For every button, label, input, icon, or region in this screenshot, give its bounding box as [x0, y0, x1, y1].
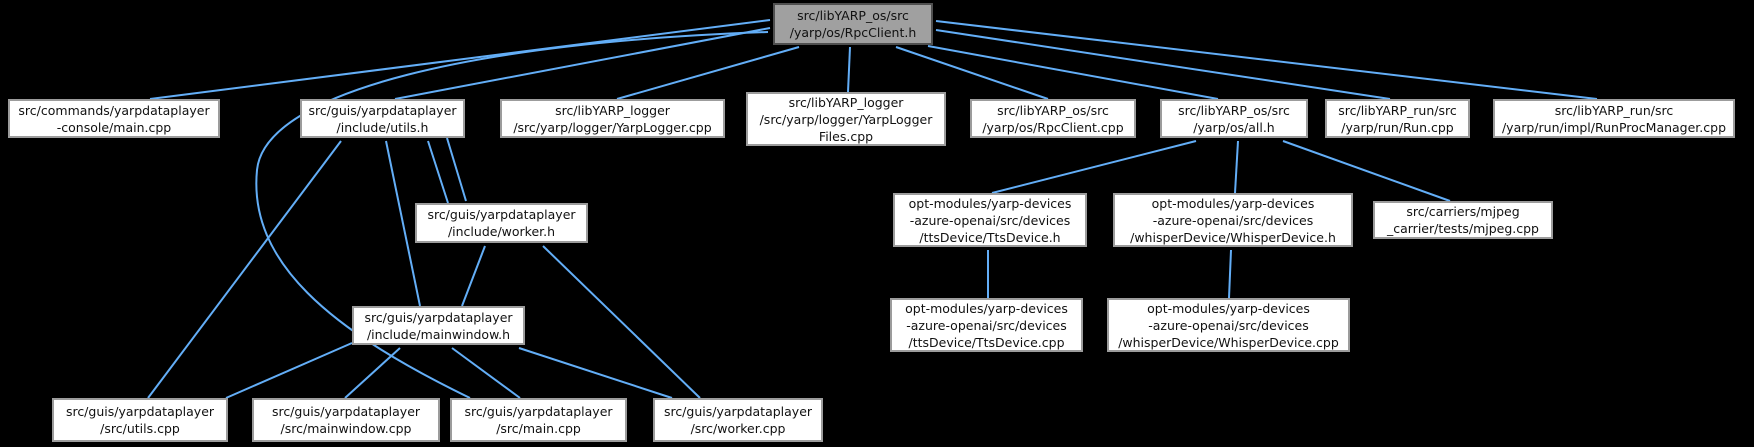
node-label-line: -azure-openai/src/devices [906, 317, 1067, 333]
node-label-line: src/commands/yarpdataplayer [18, 102, 210, 118]
node-label-line: /include/utils.h [336, 119, 429, 135]
node-label-line: /src/yarp/logger/YarpLogger [759, 111, 933, 127]
node-run-cpp[interactable]: src/libYARP_run/src/yarp/run/Run.cpp [1325, 99, 1470, 138]
edge-runprocmanager-cpp--rpcclient-h [935, 20, 1598, 100]
node-label-line: src/libYARP_os/src [797, 8, 909, 23]
node-worker-h[interactable]: src/guis/yarpdataplayer/include/worker.h [415, 203, 588, 243]
edge-ttsdevice-h--all-h [991, 140, 1197, 194]
edge-mainwindow-cpp--mainwindow-h [344, 347, 401, 399]
node-label-line: /yarp/os/RpcClient.cpp [982, 119, 1124, 135]
edge-main-cpp--mainwindow-h [451, 347, 521, 399]
node-label-line: /yarp/run/Run.cpp [1341, 119, 1454, 135]
node-label-line: src/guis/yarpdataplayer [308, 102, 457, 118]
node-label-line: src/guis/yarpdataplayer [427, 207, 576, 222]
node-label-line: /src/main.cpp [496, 421, 581, 436]
edge-rpcclient-cpp--rpcclient-h [895, 46, 1049, 100]
node-mjpeg-cpp[interactable]: src/carriers/mjpeg _carrier/tests/mjpeg.c… [1373, 201, 1553, 239]
node-label-line: _carrier/tests/mjpeg.cpp [1386, 221, 1539, 236]
node-whisperdevice-h[interactable]: opt-modules/yarp-devices-azure-openai/sr… [1113, 193, 1353, 247]
node-label-line: src/libYARP_run/src [1338, 102, 1457, 118]
edge-utils-cpp--mainwindow-h [225, 342, 353, 399]
edge-worker-cpp--worker-h [542, 245, 701, 399]
edge-run-cpp--rpcclient-h [935, 29, 1391, 100]
node-label-line: /src/yarp/logger/YarpLogger.cpp [513, 119, 712, 135]
node-label-line: src/libYARP_logger [555, 102, 670, 118]
node-label-line: opt-modules/yarp-devices [1147, 300, 1310, 316]
node-ttsdevice-cpp[interactable]: opt-modules/yarp-devices-azure-openai/sr… [890, 298, 1083, 352]
edge-whisperdevice-cpp--whisperdevice-h [1228, 249, 1232, 299]
edge-utils-h--worker-h [446, 137, 467, 202]
node-label-line: /yarp/os/all.h [1193, 119, 1275, 135]
node-label-line: /yarp/run/impl/RunProcManager.cpp [1501, 119, 1727, 135]
node-label-line: src/libYARP_os/src [1178, 102, 1290, 118]
edge-all-h--rpcclient-h [927, 45, 1219, 100]
edge-whisperdevice-h--all-h [1234, 140, 1239, 194]
node-console-main-cpp[interactable]: src/commands/yarpdataplayer-console/main… [8, 99, 220, 138]
node-label-line: /whisperDevice/WhisperDevice.h [1130, 229, 1336, 245]
node-main-cpp[interactable]: src/guis/yarpdataplayer/src/main.cpp [450, 398, 627, 442]
node-label-line: /src/utils.cpp [100, 421, 180, 436]
node-runprocmanager-cpp[interactable]: src/libYARP_run/src/yarp/run/impl/RunPro… [1493, 99, 1735, 138]
edge-mjpeg-cpp--all-h [1282, 140, 1451, 202]
node-worker-cpp[interactable]: src/guis/yarpdataplayer/src/worker.cpp [653, 398, 823, 442]
node-label-line: /src/worker.cpp [690, 421, 786, 436]
node-label-line: Files.cpp [818, 128, 874, 144]
node-label-line: src/guis/yarpdataplayer [364, 309, 513, 325]
node-yarplogger-cpp[interactable]: src/libYARP_logger/src/yarp/logger/YarpL… [500, 99, 725, 138]
edge-yarploggerfiles-cpp--rpcclient-h [847, 46, 851, 93]
node-label-line: /include/mainwindow.h [366, 326, 511, 342]
node-mainwindow-cpp[interactable]: src/guis/yarpdataplayer/src/mainwindow.c… [252, 398, 440, 442]
edge-mainwindow-h--worker-h [461, 245, 486, 307]
node-label-line: src/libYARP_os/src [997, 102, 1109, 118]
node-label-line: -azure-openai/src/devices [1148, 317, 1309, 333]
node-label-line: /yarp/os/RpcClient.h [789, 25, 917, 40]
edge-worker-h--utils-h [427, 140, 449, 204]
node-rpcclient-cpp[interactable]: src/libYARP_os/src/yarp/os/RpcClient.cpp [970, 99, 1136, 138]
node-label-line: src/guis/yarpdataplayer [464, 404, 613, 419]
edge-worker-cpp--mainwindow-h [518, 347, 673, 399]
node-label-line: opt-modules/yarp-devices [1151, 195, 1315, 211]
node-label-line: /ttsDevice/TtsDevice.cpp [908, 334, 1065, 350]
node-ttsdevice-h[interactable]: opt-modules/yarp-devices-azure-openai/sr… [893, 193, 1087, 247]
edge-mainwindow-h--utils-h [385, 140, 421, 307]
node-whisperdevice-cpp[interactable]: opt-modules/yarp-devices-azure-openai/sr… [1107, 298, 1350, 352]
node-label-line: /whisperDevice/WhisperDevice.cpp [1118, 334, 1339, 350]
edge-main-cpp--rpcclient-h [255, 31, 769, 399]
node-utils-h[interactable]: src/guis/yarpdataplayer/include/utils.h [300, 99, 465, 138]
node-label-line: src/libYARP_logger [788, 94, 904, 110]
node-label-line: src/carriers/mjpeg [1406, 204, 1520, 219]
node-all-h[interactable]: src/libYARP_os/src/yarp/os/all.h [1160, 99, 1308, 138]
node-label-line: /ttsDevice/TtsDevice.h [919, 229, 1061, 245]
node-label-line: -azure-openai/src/devices [909, 212, 1071, 228]
node-label-line: /src/mainwindow.cpp [280, 421, 412, 436]
node-label-line: src/guis/yarpdataplayer [65, 404, 215, 419]
edge-utils-h--rpcclient-h [394, 27, 771, 100]
edge-yarplogger-cpp--rpcclient-h [616, 46, 800, 100]
node-label-line: src/guis/yarpdataplayer [663, 404, 813, 419]
node-label-line: /include/worker.h [447, 224, 556, 239]
node-label-line: opt-modules/yarp-devices [905, 300, 1068, 316]
node-label-line: -console/main.cpp [56, 119, 172, 135]
node-label-line: opt-modules/yarp-devices [908, 195, 1072, 211]
edge-console-main-cpp--rpcclient-h [149, 19, 771, 100]
node-rpcclient-h[interactable]: src/libYARP_os/src/yarp/os/RpcClient.h [773, 3, 933, 45]
node-label-line: -azure-openai/src/devices [1152, 212, 1314, 228]
node-mainwindow-h[interactable]: src/guis/yarpdataplayer/include/mainwind… [352, 306, 525, 345]
edge-utils-cpp--utils-h [147, 140, 342, 399]
node-utils-cpp[interactable]: src/guis/yarpdataplayer/src/utils.cpp [52, 398, 228, 442]
node-label-line: src/guis/yarpdataplayer [271, 404, 421, 419]
node-label-line: src/libYARP_run/src [1554, 102, 1674, 118]
node-yarploggerfiles-cpp[interactable]: src/libYARP_logger/src/yarp/logger/YarpL… [746, 92, 946, 146]
